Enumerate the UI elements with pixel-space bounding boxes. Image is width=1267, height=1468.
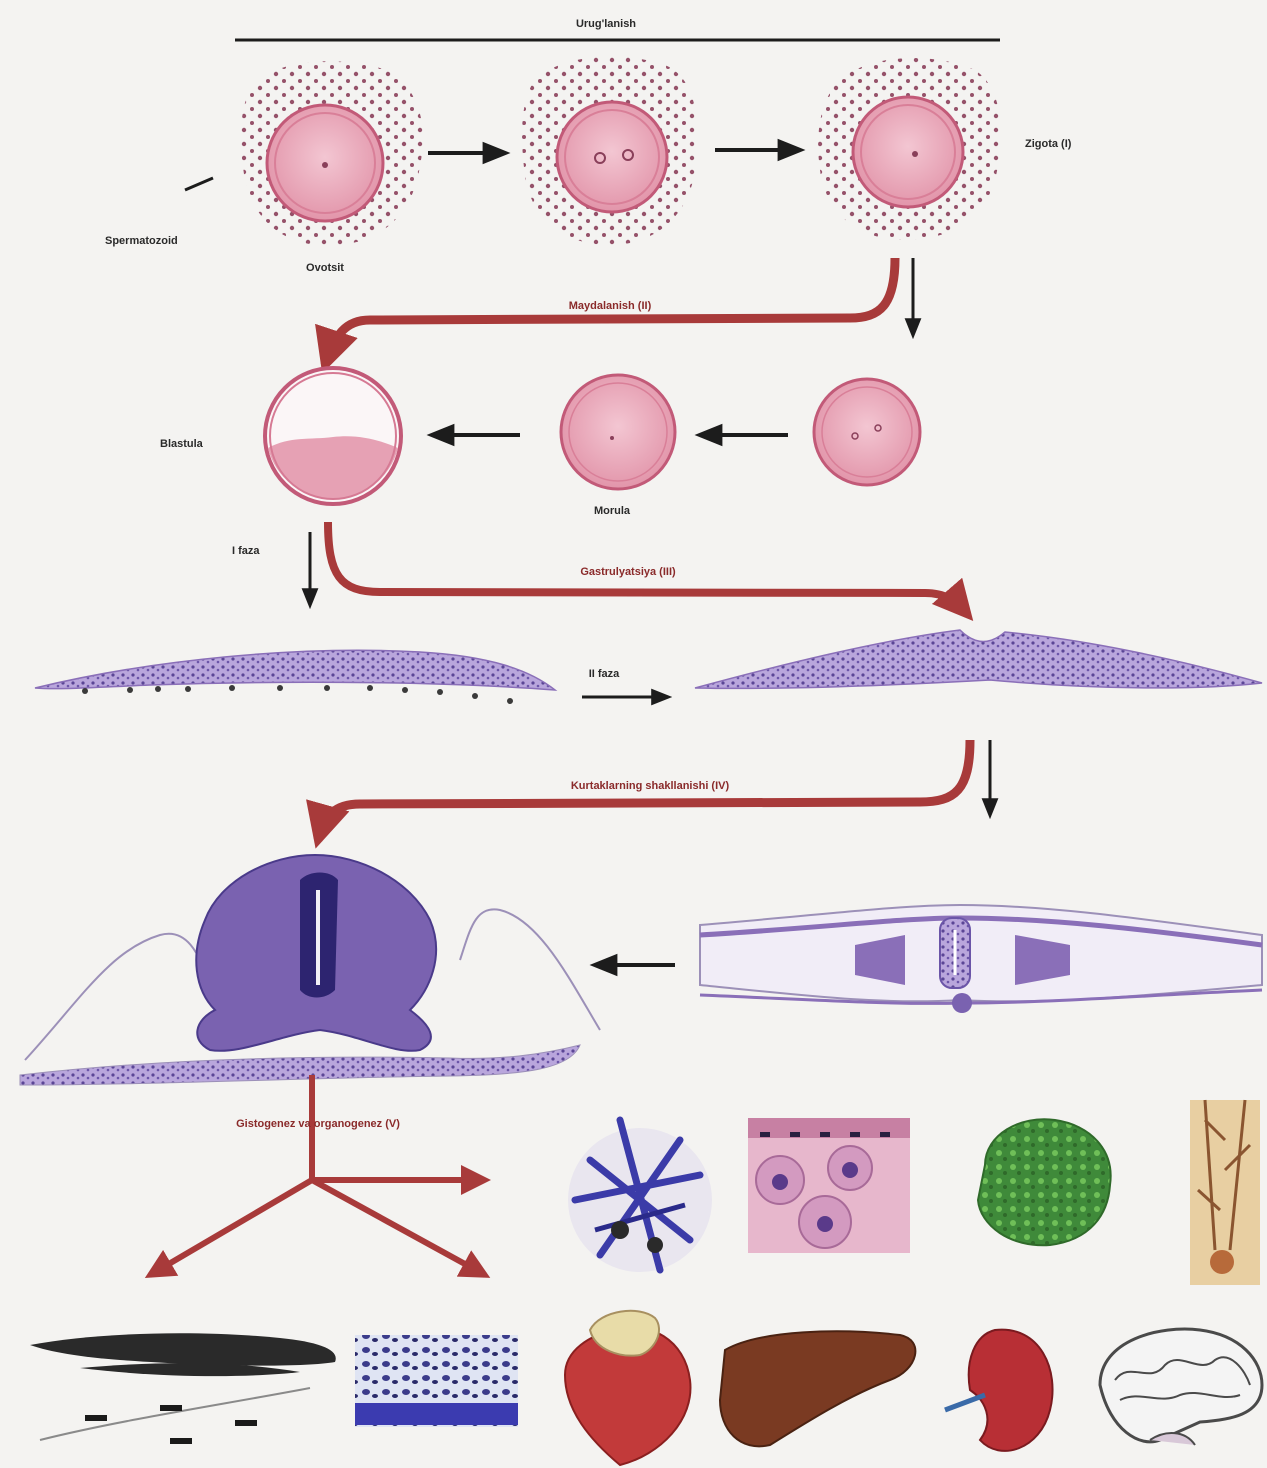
morula-label: Morula [594,505,630,517]
zygote-label: Zigota (I) [1025,138,1071,150]
gastrula-icon [695,630,1262,688]
histogenesis-label: Gistogenez va organogenez (V) [236,1118,400,1130]
sperm-arrow [185,178,213,190]
blastula-icon [265,368,401,504]
epithelium-icon [748,1118,910,1253]
nerve-cell-icon [1190,1100,1260,1285]
spermatozoid-label: Spermatozoid [105,235,178,247]
bilaminar-disc-icon [35,650,555,704]
kidney-icon [945,1330,1053,1451]
embryo-section-icon [700,905,1262,1013]
gastrulation-label: Gastrulyatsiya (III) [580,566,675,578]
ovocyte-icon [241,61,423,245]
phase1-label: I faza [232,545,260,557]
gland-icon [978,1119,1111,1245]
zygote-pronuclei-icon [522,57,697,245]
cleavage-label: Maydalanish (II) [569,300,652,312]
zygote-icon [818,58,1001,240]
two-cell-icon [814,379,920,485]
neurula-section-icon [20,855,600,1085]
histogenesis-red-arrows [150,1075,485,1275]
heart-icon [565,1311,690,1465]
liver-icon [720,1331,915,1446]
connective-tissue-icon [568,1120,712,1272]
phase2-label: II faza [589,668,620,680]
bone-tissue-icon [355,1335,518,1427]
fertilization-label: Urug'lanish [576,18,636,30]
ovocyte-label: Ovotsit [306,262,344,274]
brain-icon [1100,1329,1262,1445]
organ-rudiments-label: Kurtaklarning shakllanishi (IV) [571,780,729,792]
blastula-label: Blastula [160,438,203,450]
muscle-fibers-icon [30,1333,336,1444]
morula-icon [561,375,675,489]
